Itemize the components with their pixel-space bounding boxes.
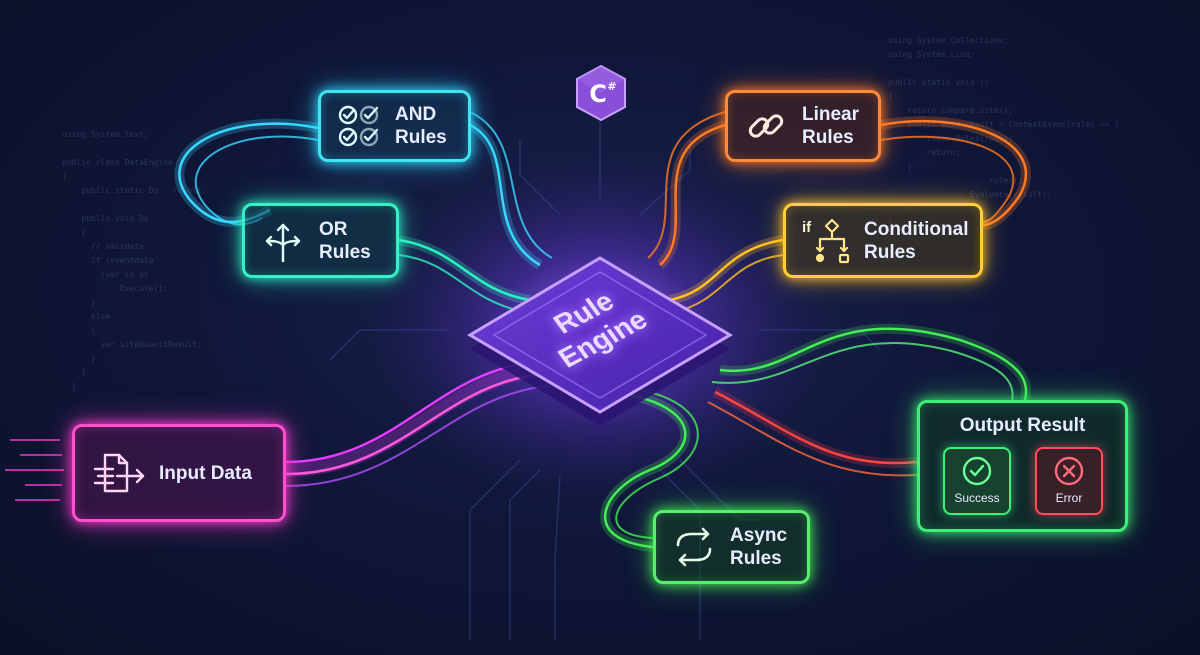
conditional-icon-group: if [802, 217, 850, 265]
or-flow [398, 235, 531, 313]
linear-rules-line1: Linear [802, 104, 860, 125]
if-label: if [802, 218, 812, 236]
branch-arrows-icon [265, 223, 301, 262]
linear-rules-line2: Rules [802, 127, 854, 148]
input-trail [5, 439, 64, 501]
chain-link-icon [748, 114, 784, 138]
and-rules-node: AND Rules [318, 90, 471, 162]
decision-tree-icon [815, 218, 850, 263]
conditional-rules-line1: Conditional [864, 218, 969, 240]
conditional-rules-line2: Rules [864, 241, 916, 263]
conditional-rules-node: if Conditional Rules [783, 203, 983, 278]
async-rules-line1: Async [730, 525, 788, 546]
csharp-logo: C # [576, 64, 626, 122]
and-rules-line2: Rules [395, 127, 447, 148]
or-rules-line2: Rules [319, 241, 371, 263]
input-flow [285, 360, 549, 487]
linear-rules-node: Linear Rules [725, 90, 881, 162]
x-circle-icon [1054, 456, 1084, 486]
csharp-logo-sharp: # [607, 80, 616, 93]
output-result-node: Output Result Success Error [917, 400, 1128, 532]
or-rules-node: OR Rules [242, 203, 399, 278]
sync-arrows-icon [676, 527, 712, 567]
output-flow [707, 323, 1032, 477]
rule-engine-chip [467, 256, 733, 426]
input-data-node: Input Data [72, 424, 286, 522]
error-label: Error [1055, 491, 1083, 505]
success-chip: Success [943, 447, 1011, 515]
success-label: Success [954, 491, 1000, 505]
document-arrow-icon [93, 453, 145, 493]
linear-flow [647, 111, 1031, 269]
output-result-title: Output Result [959, 415, 1086, 436]
or-rules-line1: OR [319, 218, 348, 240]
async-flow [600, 389, 699, 552]
async-rules-node: Async Rules [653, 510, 810, 584]
async-rules-line2: Rules [730, 548, 782, 569]
input-data-label: Input Data [159, 462, 252, 484]
background-code-left: using System.Text; public class DataEngi… [62, 130, 207, 391]
conditional-flow [668, 235, 784, 313]
error-chip: Error [1035, 447, 1103, 515]
csharp-logo-c: C [589, 80, 607, 108]
double-check-icon [338, 105, 379, 147]
check-circle-icon [962, 456, 992, 486]
and-rules-line1: AND [395, 104, 437, 125]
